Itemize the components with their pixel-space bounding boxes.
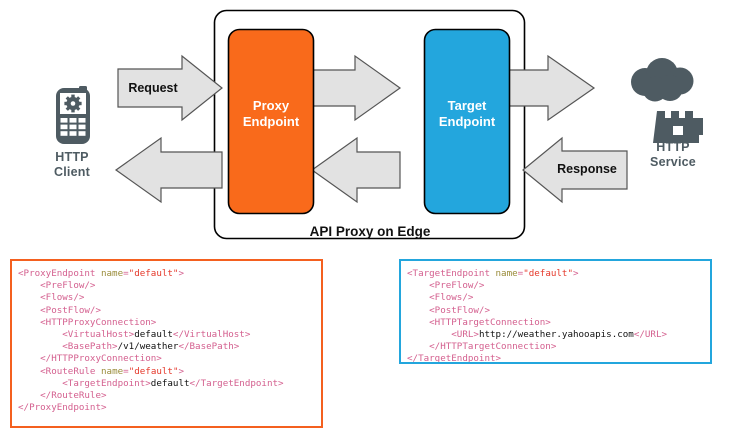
code-line: <HTTPTargetConnection>: [429, 316, 551, 328]
code-line: </HTTPProxyConnection>: [40, 353, 162, 365]
code-line: </HTTPTargetConnection>: [429, 341, 557, 353]
code-line: <VirtualHost>default</VirtualHost>: [62, 328, 251, 340]
http-service-label: HTTP Service: [650, 140, 696, 169]
code-line: <HTTPProxyConnection>: [40, 316, 157, 328]
code-line: <PostFlow/>: [429, 304, 490, 316]
http-client-label: HTTP Client: [54, 150, 90, 179]
arrow-service-response: [522, 136, 628, 204]
code-line: <PreFlow/>: [40, 280, 96, 292]
target-endpoint-label: Target Endpoint: [438, 98, 496, 129]
code-line: <Flows/>: [429, 292, 474, 304]
arrow-target-return: [310, 136, 401, 204]
proxy-endpoint-code-block[interactable]: <ProxyEndpoint name="default"> <PreFlow/…: [10, 259, 323, 428]
response-arrow-label: Response: [557, 162, 617, 176]
mobile-phone-icon: [56, 86, 90, 144]
flow-diagram-svg: [56, 9, 703, 240]
code-line: <TargetEndpoint name="default">: [407, 268, 579, 279]
arrow-proxy-return: [114, 136, 223, 204]
code-line: <ProxyEndpoint name="default">: [18, 268, 185, 279]
code-line: <Flows/>: [40, 292, 85, 304]
request-arrow-label: Request: [128, 81, 178, 95]
code-line: <PreFlow/>: [429, 280, 485, 292]
target-endpoint-box[interactable]: [423, 28, 511, 215]
arrow-client-request: [117, 54, 223, 122]
api-proxy-container-label: API Proxy on Edge: [309, 224, 431, 239]
code-line: <BasePath>/v1/weather</BasePath>: [62, 341, 240, 353]
proxy-endpoint-box[interactable]: [227, 28, 315, 215]
cloud-factory-icon: [631, 58, 703, 143]
code-line: </ProxyEndpoint>: [18, 402, 107, 414]
arrow-target-outbound: [504, 54, 596, 122]
code-line: <TargetEndpoint>default</TargetEndpoint>: [62, 377, 284, 389]
code-line: <URL>http://weather.yahooapis.com</URL>: [451, 328, 668, 340]
code-line: <PostFlow/>: [40, 304, 101, 316]
code-line: <RouteRule name="default">: [40, 365, 185, 377]
code-line: </RouteRule>: [40, 389, 107, 401]
code-line: </TargetEndpoint>: [407, 353, 502, 364]
arrow-proxy-forward: [311, 54, 402, 122]
target-endpoint-code-block[interactable]: <TargetEndpoint name="default"> <PreFlow…: [399, 259, 712, 364]
proxy-endpoint-label: Proxy Endpoint: [242, 98, 300, 129]
